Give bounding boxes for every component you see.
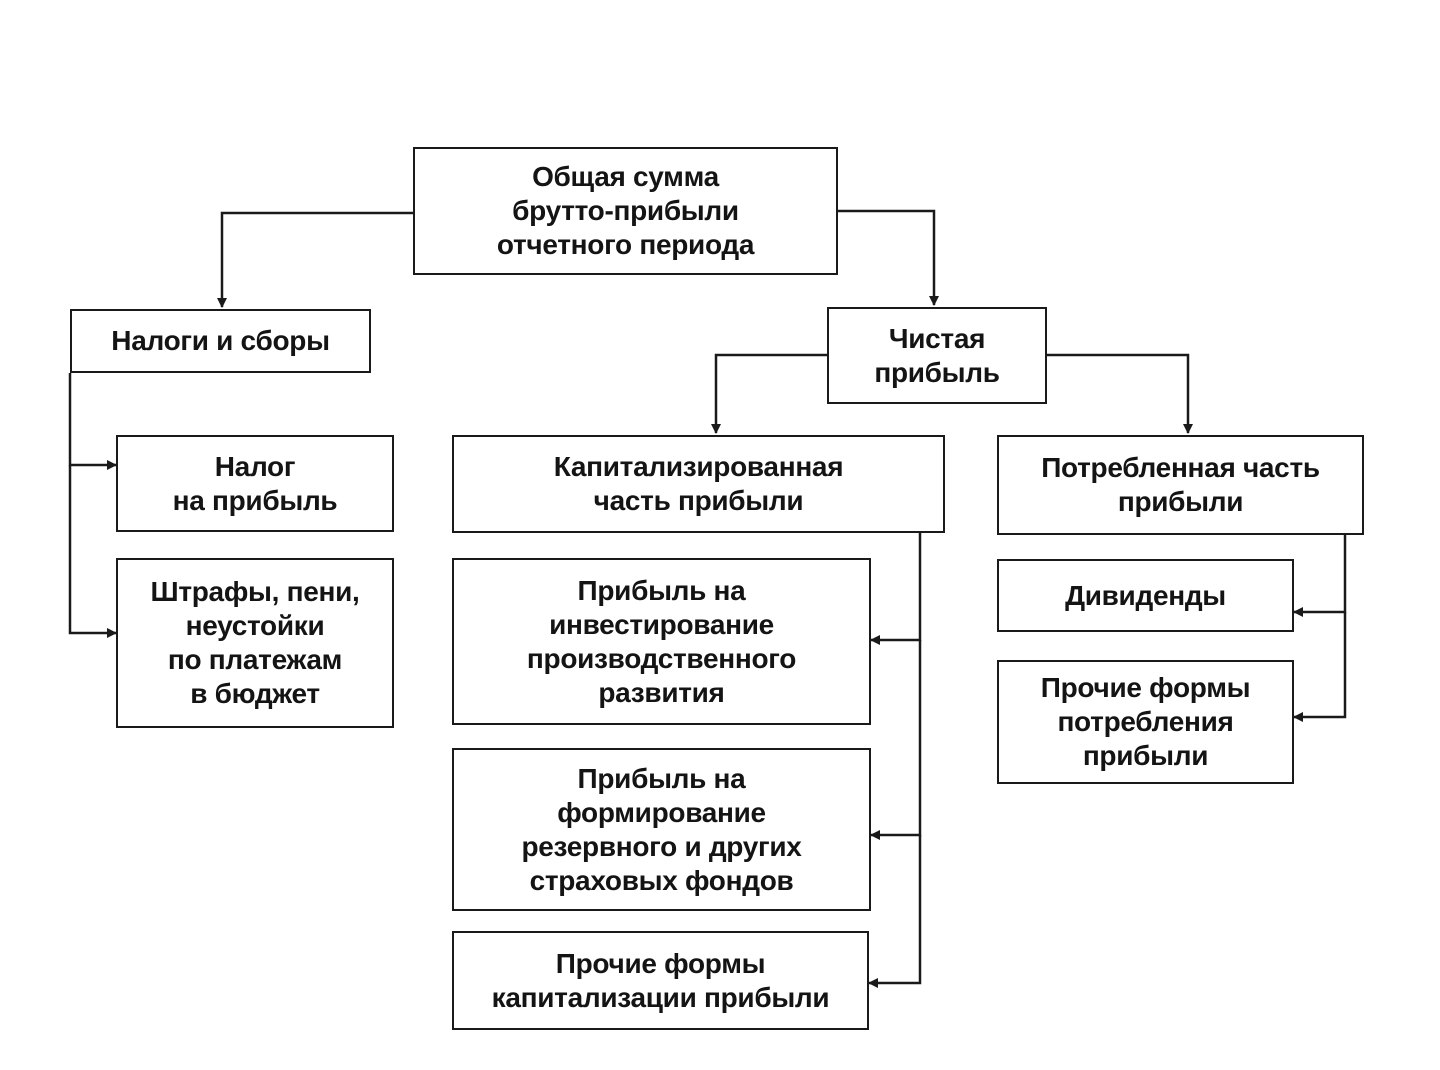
arrow-taxes-to-profit-tax	[68, 373, 117, 470]
arrow-capitalized-to-other-capitalization	[868, 835, 922, 988]
dividends-box: Дивиденды	[997, 559, 1294, 632]
arrow-consumed-to-dividends	[1293, 535, 1347, 617]
capitalized-profit-box: Капитализированная часть прибыли	[452, 435, 945, 533]
other-consumption-box: Прочие формы потребления прибыли	[997, 660, 1294, 784]
consumed-profit-box: Потребленная часть прибыли	[997, 435, 1364, 535]
profit-tax-box: Налог на прибыль	[116, 435, 394, 532]
gross-profit-box: Общая сумма брутто-прибыли отчетного пер…	[413, 147, 838, 275]
net-profit-box: Чистая прибыль	[827, 307, 1047, 404]
arrow-net-profit-to-capitalized	[711, 353, 827, 434]
reserve-funds-profit-box: Прибыль на формирование резервного и дру…	[452, 748, 871, 911]
arrow-capitalized-to-reserve	[870, 640, 922, 840]
arrow-taxes-to-fines	[68, 465, 117, 638]
arrow-root-to-taxes	[217, 211, 413, 308]
investment-profit-box: Прибыль на инвестирование производственн…	[452, 558, 871, 725]
other-capitalization-box: Прочие формы капитализации прибыли	[452, 931, 869, 1030]
arrow-root-to-net-profit	[838, 209, 939, 306]
arrow-capitalized-to-investment	[870, 533, 922, 645]
fines-penalties-box: Штрафы, пени, неустойки по платежам в бю…	[116, 558, 394, 728]
taxes-fees-box: Налоги и сборы	[70, 309, 371, 373]
arrow-consumed-to-other-consumption	[1293, 612, 1347, 722]
arrow-net-profit-to-consumed	[1047, 353, 1193, 434]
